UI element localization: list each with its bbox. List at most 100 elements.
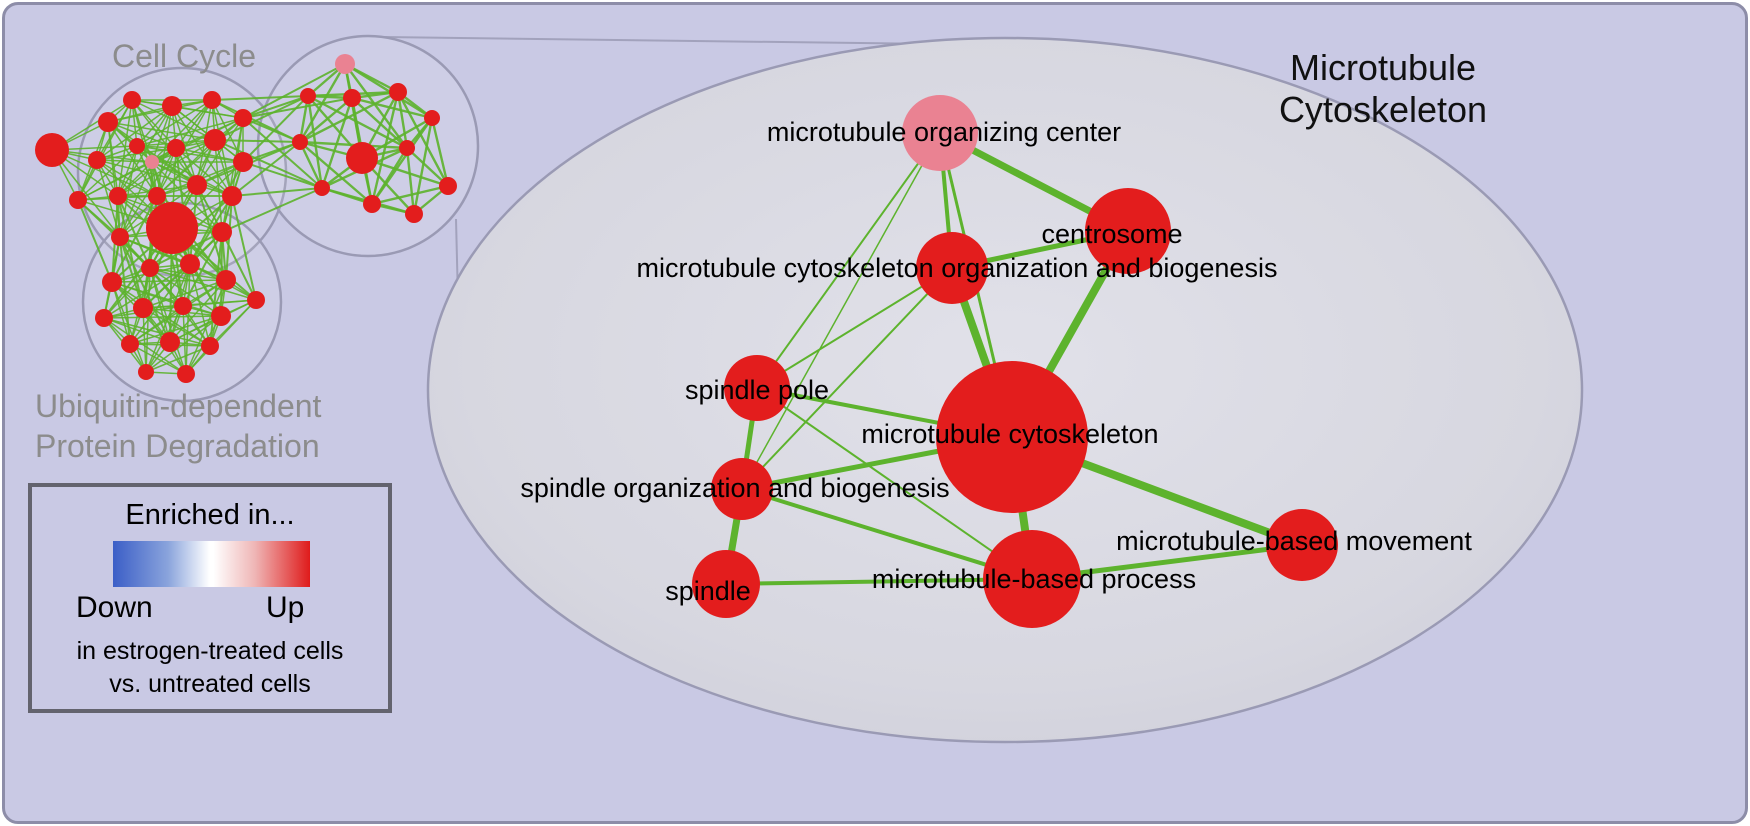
legend-box: Enriched in... Down Up in estrogen-treat…	[28, 483, 392, 713]
mini-edge	[298, 141, 324, 189]
mini-node	[405, 205, 423, 223]
mini-node	[121, 335, 139, 353]
label-microtubule-cytoskeleton: microtubule cytoskeleton	[861, 419, 1158, 449]
mini-edge	[211, 95, 309, 101]
mini-edge	[111, 281, 211, 347]
legend-up-label: Up	[266, 591, 305, 624]
ubiquitin-title-line1: Ubiquitin-dependent	[35, 388, 322, 424]
mini-edge	[242, 95, 309, 119]
edge-microtubule-organizing-center--spindle-organization-and-biogenesis	[741, 132, 941, 490]
mini-edge	[299, 90, 399, 144]
main-network-nodes	[692, 95, 1338, 628]
mini-node	[133, 298, 153, 318]
edge-microtubule-cytoskeleton-organization-and-biogenesis--spindle-pole	[756, 267, 953, 389]
label-microtubule-based-process: microtubule-based process	[872, 564, 1196, 594]
mini-edge	[77, 99, 133, 201]
mini-edge	[77, 145, 138, 201]
edge-spindle-pole--microtubule-based-process	[756, 387, 1033, 580]
connector-line-top	[382, 36, 936, 45]
mini-edge	[231, 141, 301, 197]
magnified-title-line2: Cytoskeleton	[1279, 89, 1487, 130]
mini-node	[389, 83, 407, 101]
mini-node	[346, 142, 378, 174]
label-microtubule-cytoskeleton-organization-and-biogenesis: microtubule cytoskeleton organization an…	[637, 253, 1278, 283]
mini-node	[439, 177, 457, 195]
mini-edge	[344, 63, 408, 149]
legend-gradient-bar	[113, 541, 310, 587]
mini-node	[211, 306, 231, 326]
mini-node	[145, 155, 159, 169]
mini-node	[187, 175, 207, 195]
mini-edge	[142, 263, 191, 309]
mini-node	[129, 138, 145, 154]
mini-edge	[107, 99, 213, 123]
node-microtubule-based-movement	[1266, 509, 1338, 581]
mini-edge	[344, 62, 433, 120]
mini-edge	[396, 91, 450, 187]
region-titles: Cell Cycle Ubiquitin-dependent Protein D…	[35, 38, 1487, 464]
mini-edge	[214, 139, 301, 143]
mini-edge	[103, 267, 151, 319]
node-microtubule-organizing-center	[902, 95, 978, 171]
mini-node	[180, 254, 200, 274]
legend-subtitle-line2: vs. untreated cells	[109, 670, 311, 698]
mini-edge	[175, 99, 213, 149]
label-centrosome: centrosome	[1041, 219, 1182, 249]
mini-edge	[406, 147, 449, 187]
mini-node	[111, 228, 129, 246]
mini-edge	[119, 195, 158, 238]
node-microtubule-based-process	[983, 530, 1081, 628]
mini-network-nodes	[35, 54, 457, 383]
mini-edge	[136, 145, 198, 186]
edge-microtubule-organizing-center--spindle-pole	[756, 132, 941, 389]
mini-edge	[77, 199, 113, 283]
mini-edge	[214, 95, 309, 141]
mini-edge	[231, 195, 257, 301]
mini-edge	[299, 97, 353, 143]
mini-edge	[405, 147, 416, 215]
mini-edge	[221, 231, 257, 301]
cell-cycle-title: Cell Cycle	[112, 38, 256, 74]
mini-node	[222, 186, 242, 206]
mini-edge	[221, 187, 323, 233]
mini-node	[399, 140, 415, 156]
mini-node	[203, 91, 221, 109]
ubiquitin-title-line2: Protein Degradation	[35, 428, 320, 464]
mini-edge	[169, 279, 227, 343]
node-spindle-organization-and-biogenesis	[711, 458, 773, 520]
legend-title: Enriched in...	[125, 499, 295, 531]
mini-node	[35, 133, 69, 167]
mini-edge	[77, 161, 153, 201]
mini-node	[141, 259, 159, 277]
mini-edge	[145, 345, 211, 373]
node-microtubule-cytoskeleton-organization-and-biogenesis	[916, 232, 988, 304]
edge-microtubule-based-process--spindle	[725, 577, 1033, 586]
mini-node	[138, 364, 154, 380]
mini-edge	[111, 195, 158, 283]
mini-edge	[189, 263, 222, 317]
mini-node	[300, 88, 316, 104]
mini-edge	[185, 299, 257, 375]
mini-edge	[242, 63, 346, 119]
mini-edge	[430, 117, 450, 187]
mini-edge	[103, 315, 222, 319]
label-microtubule-organizing-center: microtubule organizing center	[767, 117, 1121, 147]
edge-microtubule-cytoskeleton-organization-and-biogenesis--spindle-organization-and-biogenesis	[741, 267, 953, 490]
mini-node	[148, 187, 166, 205]
node-spindle	[692, 550, 760, 618]
mini-node	[204, 129, 226, 151]
mini-node	[314, 180, 330, 196]
mini-edge	[214, 139, 323, 189]
legend-down-label: Down	[76, 591, 153, 624]
mini-edge	[96, 159, 158, 197]
mini-edge	[214, 139, 223, 233]
mini-node	[233, 152, 253, 172]
mini-edge	[242, 161, 323, 189]
mini-edge	[151, 99, 213, 163]
mini-node	[212, 222, 232, 242]
mini-node	[177, 365, 195, 383]
mini-edge	[370, 91, 400, 205]
mini-node	[234, 109, 252, 127]
mini-edge	[136, 117, 244, 147]
